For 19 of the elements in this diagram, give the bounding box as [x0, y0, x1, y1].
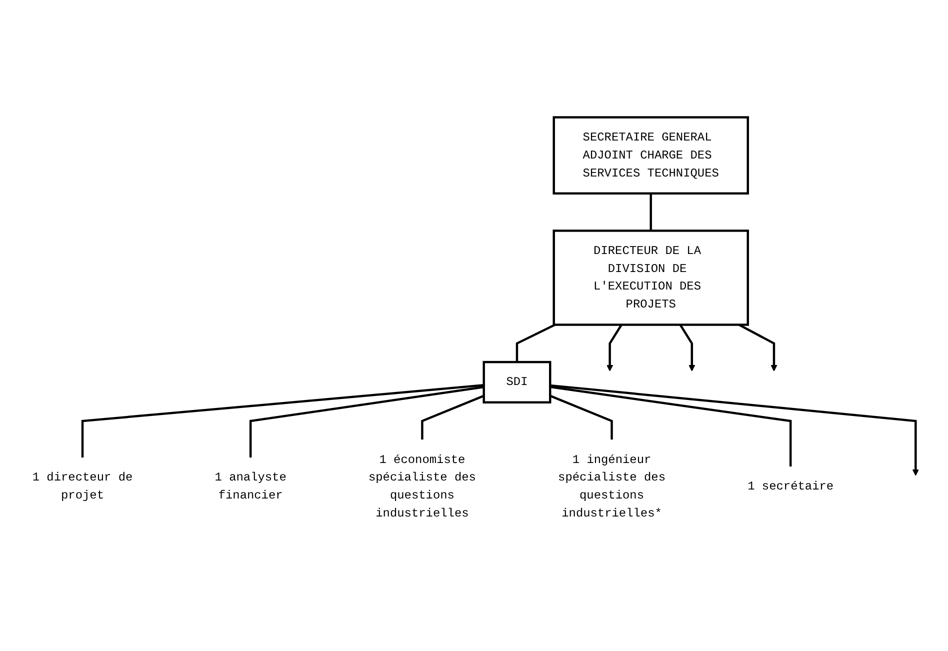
node-text: 1 analyste financier	[214, 471, 286, 502]
connector	[421, 394, 484, 440]
node-text: 1 secrétaire	[748, 480, 834, 494]
arrow	[550, 384, 919, 476]
connector	[81, 384, 484, 458]
connector	[650, 193, 652, 231]
arrow	[738, 324, 778, 372]
connector	[550, 386, 792, 467]
node-text: 1 économiste spécialiste des questions industrielles	[368, 453, 476, 520]
node-text: 1 directeur de projet	[32, 471, 133, 502]
node-box: SDI	[482, 360, 552, 404]
connector	[550, 394, 613, 440]
connector	[249, 386, 484, 458]
arrow	[606, 324, 622, 372]
arrow	[679, 324, 696, 372]
node-box: DIRECTEUR DE LA DIVISION DE L'EXECUTION DES PROJETS	[552, 230, 749, 326]
node-box: SECRETAIRE GENERAL ADJOINT CHARGE DES SERVICES TECHNIQUES	[552, 116, 749, 195]
node-text: 1 ingénieur spécialiste des questions industrielles*	[558, 453, 666, 520]
connector	[516, 324, 556, 362]
